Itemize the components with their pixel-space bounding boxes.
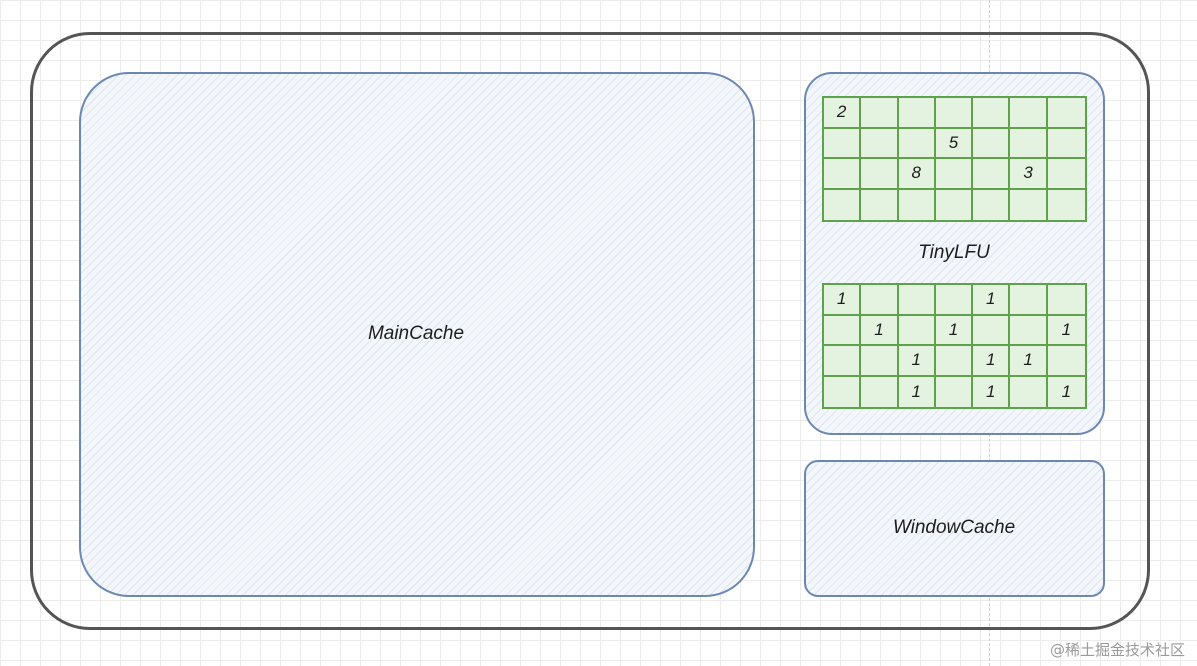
grid-cell	[1048, 190, 1085, 221]
grid-cell	[973, 159, 1011, 190]
grid-cell	[936, 376, 974, 407]
grid-cell	[824, 346, 862, 377]
grid-cell	[935, 346, 974, 377]
grid-cell: 1	[861, 315, 899, 346]
grid-cell	[973, 98, 1011, 129]
grid-cell: 1	[935, 315, 974, 346]
grid-cell	[824, 189, 862, 220]
grid-cell	[973, 128, 1011, 159]
grid-cell	[861, 189, 899, 220]
grid-cell: 8	[898, 159, 936, 190]
grid-cell	[861, 159, 899, 190]
grid-cell	[824, 128, 862, 159]
grid-cell	[1047, 285, 1085, 316]
grid-cell	[1047, 98, 1085, 129]
grid-cell: 5	[935, 128, 974, 159]
grid-cell: 1	[1061, 381, 1072, 401]
grid-cell	[936, 189, 974, 220]
cache-container	[30, 32, 1150, 630]
grid-cell: 1	[1047, 316, 1085, 346]
grid-cell	[824, 376, 862, 407]
grid-cell	[898, 98, 936, 129]
grid-cell: 3	[1010, 159, 1048, 190]
grid-cell	[935, 285, 974, 316]
watermark: @稀土掘金技术社区	[1049, 641, 1185, 659]
grid-cell	[861, 128, 899, 159]
grid-cell	[898, 128, 936, 159]
grid-cell: 2	[824, 98, 862, 129]
grid-cell	[973, 189, 1011, 220]
grid-cell	[1010, 315, 1048, 346]
grid-cell: 1	[973, 346, 1011, 377]
grid-cell	[1010, 98, 1048, 129]
grid-cell	[899, 189, 936, 220]
grid-cell: 1	[1010, 346, 1048, 377]
grid-cell	[1010, 189, 1048, 220]
grid-cell	[935, 159, 974, 190]
grid-cell	[861, 98, 899, 129]
grid-cell	[861, 346, 899, 377]
grid-cell	[1010, 285, 1048, 316]
grid-cell	[1047, 129, 1085, 159]
grid-cell	[898, 285, 936, 316]
window-cache-label: WindowCache	[892, 517, 1016, 538]
grid-cell	[1047, 159, 1085, 190]
grid-cell	[824, 159, 862, 190]
grid-cell: 1	[824, 285, 862, 316]
main-cache-box	[79, 72, 755, 597]
tinylfu-label: TinyLFU	[918, 242, 990, 263]
main-cache-label: MainCache	[367, 323, 465, 344]
grid-cell	[898, 315, 936, 346]
grid-cell: 1	[973, 376, 1011, 407]
grid-cell	[1010, 128, 1048, 159]
grid-cell	[861, 285, 899, 316]
grid-cell	[1010, 376, 1048, 407]
window-cache-box	[804, 460, 1105, 597]
grid-cell	[935, 98, 974, 129]
grid-cell: 1	[898, 346, 936, 377]
grid-cell	[1047, 346, 1085, 377]
grid-cell	[861, 376, 899, 407]
grid-cell	[824, 315, 862, 346]
grid-cell: 1	[973, 285, 1011, 316]
grid-cell	[973, 315, 1011, 346]
grid-cell: 1	[899, 376, 936, 407]
